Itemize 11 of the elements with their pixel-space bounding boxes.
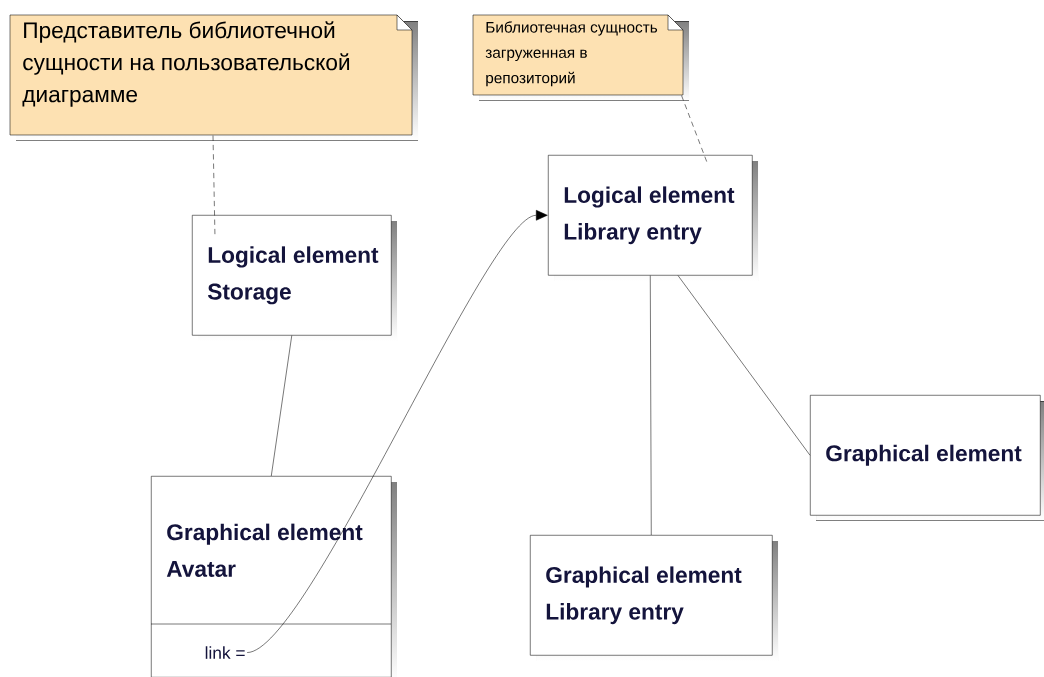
- attribute-text: link =: [205, 646, 245, 659]
- object-box: Graphical element: [810, 395, 1044, 521]
- connector-line: [677, 275, 811, 456]
- connector-line: [271, 335, 293, 477]
- note-box: Представитель библиотечной сущности на пользовательской диаграмме: [9, 14, 418, 141]
- object-box: Logical element Library entry: [548, 155, 758, 281]
- connector-line: [650, 275, 652, 536]
- object-box: Logical element Storage: [192, 215, 397, 341]
- object-box: Graphical element Library entry: [530, 535, 778, 661]
- arrow: [246, 210, 548, 653]
- note-box: Библиотечная сущность загруженная в репозиторий: [472, 14, 689, 101]
